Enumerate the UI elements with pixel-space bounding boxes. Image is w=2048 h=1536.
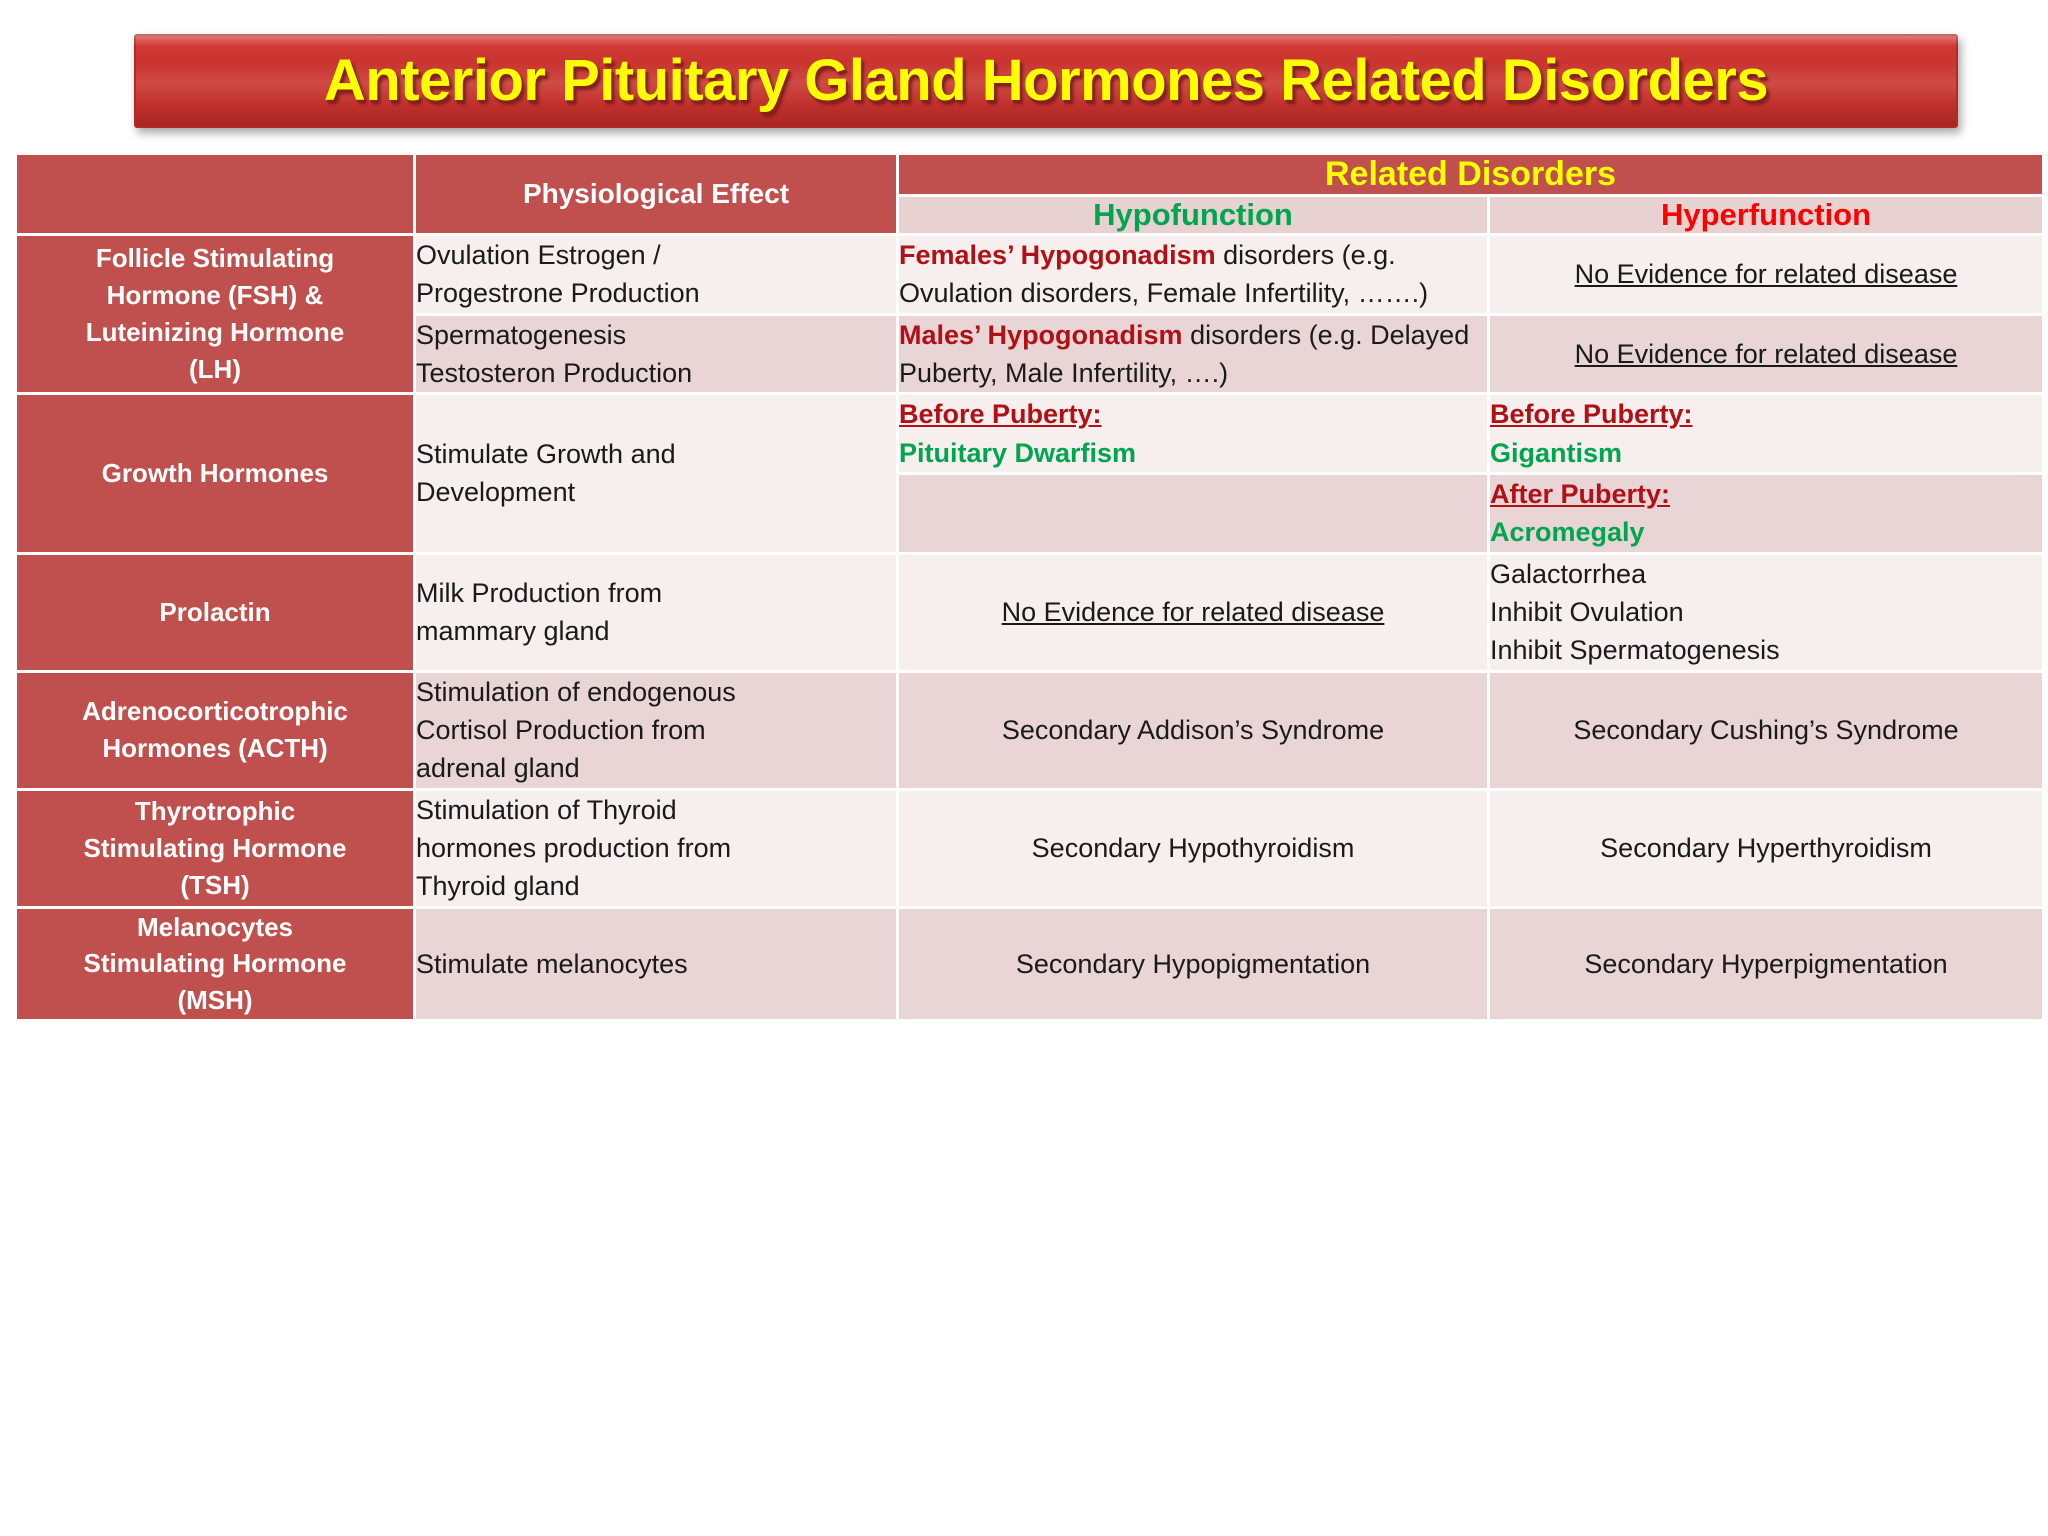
hypo-rest: disorders (e.g. Ovulation disorders, Fem…: [899, 240, 1429, 309]
effect-cell-prolactin: Milk Production from mammary gland: [416, 554, 896, 670]
hypofunction-cell-msh: Secondary Hypopigmentation: [899, 908, 1487, 1020]
hyperfunction-cell-growth-after: After Puberty: Acromegaly: [1490, 474, 2042, 552]
effect-line: Spermatogenesis: [416, 319, 627, 350]
hypofunction-cell-prolactin: No Evidence for related disease: [899, 554, 1487, 670]
hyper-line: Inhibit Spermatogenesis: [1490, 635, 1780, 666]
effect-cell-growth: Stimulate Growth and Development: [416, 395, 896, 552]
no-evidence-text: No Evidence for related disease: [1574, 338, 1958, 369]
effect-line: Thyroid gland: [416, 871, 580, 902]
page-title: Anterior Pituitary Gland Hormones Relate…: [323, 48, 1769, 113]
row-header-prolactin: Prolactin: [17, 554, 413, 670]
effect-line: Ovulation Estrogen /: [416, 240, 661, 270]
effect-cell-tsh: Stimulation of Thyroid hormones producti…: [416, 790, 896, 906]
hypofunction-cell-growth-before: Before Puberty: Pituitary Dwarfism: [899, 395, 1487, 472]
hyper-line: Galactorrhea: [1490, 558, 1647, 589]
hyper-value: Acromegaly: [1490, 517, 1645, 548]
table-row: Follicle Stimulating Hormone (FSH) & Lut…: [17, 236, 2042, 393]
row-header-tsh: Thyrotrophic Stimulating Hormone (TSH): [17, 790, 413, 906]
row-header-acth: Adrenocorticotrophic Hormones (ACTH): [17, 672, 413, 788]
no-evidence-text: No Evidence for related disease: [1574, 259, 1958, 290]
row-header-line: (MSH): [177, 985, 253, 1016]
hypofunction-cell-tsh: Secondary Hypothyroidism: [899, 790, 1487, 906]
row-header-line: Prolactin: [159, 596, 271, 627]
hyper-line: Inhibit Ovulation: [1490, 596, 1684, 627]
table-row: Spermatogenesis Testosteron Production M…: [17, 315, 2042, 393]
table-row: After Puberty: Acromegaly: [17, 474, 2042, 552]
no-evidence-text: No Evidence for related disease: [1001, 596, 1385, 627]
row-header-line: (LH): [189, 354, 241, 385]
hyper-label: Before Puberty:: [1490, 399, 1693, 430]
title-banner-wrapper: Anterior Pituitary Gland Hormones Relate…: [134, 34, 1958, 128]
hyperfunction-cell-acth: Secondary Cushing’s Syndrome: [1490, 672, 2042, 788]
hyperfunction-cell-tsh: Secondary Hyperthyroidism: [1490, 790, 2042, 906]
hypofunction-cell-acth: Secondary Addison’s Syndrome: [899, 672, 1487, 788]
header-hormone-blank: [17, 155, 413, 233]
table-row: Growth Hormones Stimulate Growth and Dev…: [17, 395, 2042, 552]
title-banner: Anterior Pituitary Gland Hormones Relate…: [134, 34, 1958, 128]
row-header-fsh-lh: Follicle Stimulating Hormone (FSH) & Lut…: [17, 236, 413, 393]
hypo-emphasis: Females’ Hypogonadism: [899, 240, 1216, 270]
effect-line: Cortisol Production from: [416, 714, 706, 745]
table-row: Adrenocorticotrophic Hormones (ACTH) Sti…: [17, 672, 2042, 788]
row-header-line: Luteinizing Hormone: [85, 317, 345, 348]
row-header-line: Melanocytes: [136, 911, 294, 942]
hypofunction-cell-fsh: Females’ Hypogonadism disorders (e.g. Ov…: [899, 236, 1487, 313]
effect-line: mammary gland: [416, 616, 610, 647]
hypo-label: Before Puberty:: [899, 399, 1102, 430]
effect-line: hormones production from: [416, 832, 732, 863]
effect-cell-fsh: Ovulation Estrogen / Progestrone Product…: [416, 236, 896, 313]
hyperfunction-cell-fsh: No Evidence for related disease: [1490, 236, 2042, 313]
header-hypofunction: Hypofunction: [899, 197, 1487, 233]
hyperfunction-cell-growth-before: Before Puberty: Gigantism: [1490, 395, 2042, 472]
header-hyperfunction: Hyperfunction: [1490, 197, 2042, 233]
row-header-line: Stimulating Hormone: [83, 832, 347, 863]
row-header-growth-hormones: Growth Hormones: [17, 395, 413, 552]
row-header-line: Thyrotrophic: [134, 795, 296, 826]
hypo-emphasis: Males’ Hypogonadism: [899, 319, 1183, 350]
table-row: Thyrotrophic Stimulating Hormone (TSH) S…: [17, 790, 2042, 906]
effect-line: Progestrone Production: [416, 278, 700, 309]
row-header-line: Hormones (ACTH): [102, 733, 328, 764]
effect-cell-msh: Stimulate melanocytes: [416, 908, 896, 1020]
effect-line: Milk Production from: [416, 577, 663, 608]
effect-line: Stimulate melanocytes: [416, 948, 688, 979]
hyper-value: Gigantism: [1490, 437, 1623, 468]
hypofunction-cell-growth-after: [899, 474, 1487, 552]
effect-cell-acth: Stimulation of endogenous Cortisol Produ…: [416, 672, 896, 788]
effect-line: Stimulation of endogenous: [416, 676, 736, 707]
hyperfunction-cell-msh: Secondary Hyperpigmentation: [1490, 908, 2042, 1020]
row-header-line: Stimulating Hormone: [83, 948, 347, 979]
effect-line: Testosteron Production: [416, 357, 693, 388]
table-header-row-1: Physiological Effect Related Disorders: [17, 155, 2042, 233]
row-header-msh: Melanocytes Stimulating Hormone (MSH): [17, 908, 413, 1020]
hormones-disorders-table: Physiological Effect Related Disorders H…: [14, 152, 2045, 1022]
hypofunction-cell-lh: Males’ Hypogonadism disorders (e.g. Dela…: [899, 315, 1487, 393]
effect-line: adrenal gland: [416, 753, 580, 784]
effect-line: Stimulation of Thyroid: [416, 794, 677, 825]
header-related-disorders: Related Disorders: [899, 155, 2042, 194]
hypo-rest: disorders (e.g. Delayed Puberty, Male In…: [899, 319, 1470, 388]
effect-cell-lh: Spermatogenesis Testosteron Production: [416, 315, 896, 393]
row-header-line: Hormone (FSH) &: [106, 280, 324, 311]
row-header-line: Growth Hormones: [101, 458, 329, 489]
effect-line: Development: [416, 477, 576, 508]
effect-line: Stimulate Growth and: [416, 439, 676, 470]
row-header-line: Follicle Stimulating: [95, 243, 335, 274]
table-header-row-2: Hypofunction Hyperfunction: [17, 197, 2042, 233]
row-header-line: (TSH): [180, 869, 250, 900]
table-row: Melanocytes Stimulating Hormone (MSH) St…: [17, 908, 2042, 1020]
row-header-line: Adrenocorticotrophic: [82, 696, 348, 727]
hyperfunction-cell-lh: No Evidence for related disease: [1490, 315, 2042, 393]
hypo-value: Pituitary Dwarfism: [899, 437, 1137, 468]
hyperfunction-cell-prolactin: Galactorrhea Inhibit Ovulation Inhibit S…: [1490, 554, 2042, 670]
hyper-label: After Puberty:: [1490, 478, 1671, 509]
header-physiological-effect: Physiological Effect: [416, 155, 896, 233]
table-row: Prolactin Milk Production from mammary g…: [17, 554, 2042, 670]
